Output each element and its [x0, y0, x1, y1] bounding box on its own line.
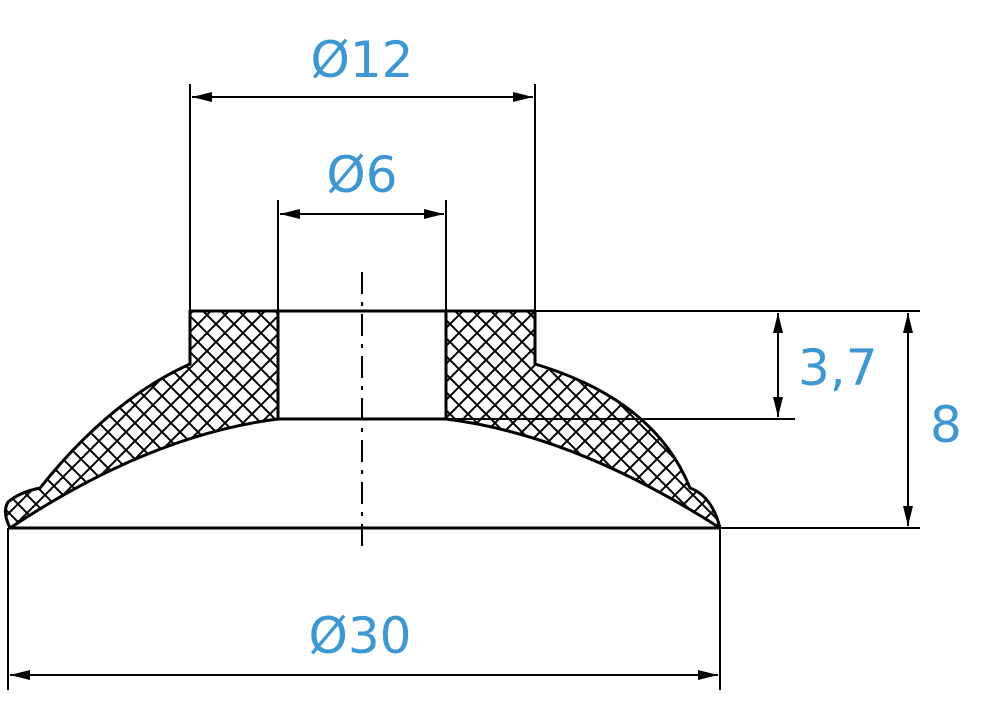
bore-diameter-label: Ø6 [326, 146, 397, 204]
body-section-left [3, 309, 280, 530]
base-diameter-label: Ø30 [309, 607, 412, 665]
outer-neck-diameter-label: Ø12 [311, 31, 414, 89]
neck-height-label: 3,7 [798, 339, 878, 397]
total-height-label: 8 [930, 396, 962, 454]
